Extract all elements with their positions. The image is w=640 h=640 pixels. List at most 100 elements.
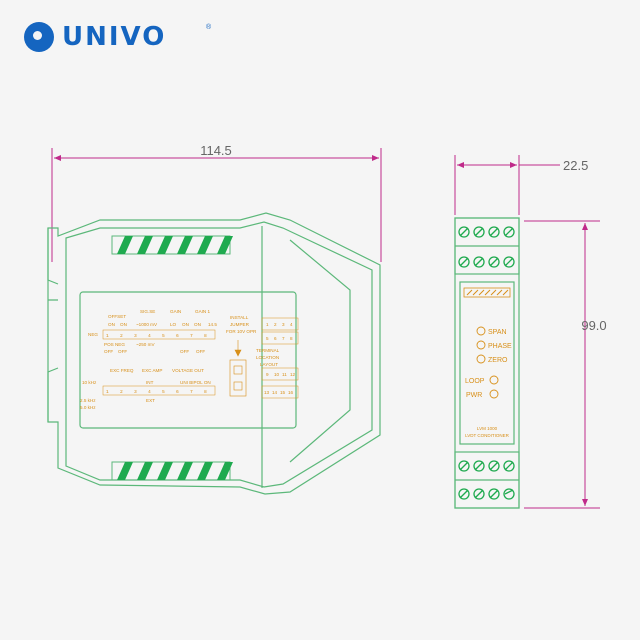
jumper-block (229, 340, 247, 397)
svg-text:ON: ON (194, 322, 201, 327)
svg-text:14.5: 14.5 (208, 322, 217, 327)
svg-text:11: 11 (282, 372, 287, 377)
svg-text:~1000 mV: ~1000 mV (136, 322, 158, 327)
svg-text:2: 2 (274, 322, 277, 327)
side-view-inner-outline (65, 221, 373, 488)
svg-text:3: 3 (134, 333, 137, 339)
svg-text:5: 5 (162, 333, 165, 339)
dimension-width-front: 22.5 (563, 158, 588, 173)
svg-text:4: 4 (290, 322, 293, 327)
svg-text:13: 13 (264, 390, 270, 395)
svg-text:9: 9 (266, 372, 269, 377)
svg-text:FOR 10V OPR: FOR 10V OPR (226, 329, 257, 334)
side-view (47, 212, 381, 495)
svg-text:UNI BIPOL ON: UNI BIPOL ON (180, 380, 211, 385)
svg-text:SPAN: SPAN (488, 329, 507, 336)
svg-text:2: 2 (120, 333, 123, 339)
zero-pot-icon (476, 354, 486, 364)
svg-text:INT: INT (146, 380, 154, 385)
svg-text:VOLTAGE OUT: VOLTAGE OUT (172, 368, 204, 373)
svg-text:PWR: PWR (466, 392, 482, 399)
side-view-outline (47, 212, 381, 495)
svg-text:ON: ON (182, 322, 189, 327)
din-clip-top (47, 228, 59, 301)
span-pot-icon (476, 326, 486, 336)
svg-text:7: 7 (190, 389, 193, 395)
svg-text:10 kHz: 10 kHz (82, 380, 97, 385)
terminal-screws (458, 226, 515, 500)
svg-text:2.5 kHz: 2.5 kHz (80, 398, 96, 403)
front-view (454, 217, 520, 509)
svg-text:6: 6 (274, 336, 277, 341)
side-label-panel (79, 291, 297, 429)
svg-text:SIG.SE: SIG.SE (140, 309, 155, 314)
top-stripe-marks (117, 236, 233, 254)
svg-text:OFFSET: OFFSET (108, 314, 126, 319)
svg-text:8: 8 (204, 333, 207, 339)
svg-text:LOCATION: LOCATION (256, 355, 279, 360)
svg-text:TERMINAL: TERMINAL (256, 348, 280, 353)
svg-text:OFF: OFF (180, 349, 189, 354)
brand-logo: UNIVO ® (24, 22, 211, 52)
pwr-led-icon (489, 389, 499, 399)
loop-led-icon (489, 375, 499, 385)
svg-text:GAIN: GAIN (170, 309, 181, 314)
univo-logo-icon (24, 22, 54, 52)
front-model-text: LVM 1000 LVDT CONDITIONER (465, 426, 510, 438)
svg-text:1: 1 (266, 322, 269, 327)
svg-text:EXC AMP: EXC AMP (142, 368, 162, 373)
svg-text:NEG: NEG (88, 332, 98, 337)
svg-text:PHASE: PHASE (488, 343, 512, 350)
svg-text:OFF: OFF (196, 349, 205, 354)
svg-text:LO: LO (170, 322, 177, 327)
dimension-height-front: 99.0 (581, 318, 606, 333)
side-label-text: OFFSET SIG.SE GAIN GAIN 1 ON ON ~1000 mV… (80, 309, 280, 410)
svg-text:7: 7 (190, 333, 193, 339)
svg-text:2: 2 (120, 389, 123, 395)
phase-pot-icon (476, 340, 486, 350)
terminal-location-grid: 1 2 3 4 5 6 7 8 9 10 11 12 13 14 15 16 (261, 317, 299, 399)
brand-name: UNIVO (62, 22, 167, 52)
svg-text:5: 5 (266, 336, 269, 341)
registered-mark: ® (206, 24, 212, 31)
svg-text:LVM 1000: LVM 1000 (477, 426, 498, 431)
svg-text:4: 4 (148, 389, 151, 395)
side-right-bevel (289, 239, 351, 463)
svg-text:5.0 kHz: 5.0 kHz (80, 405, 96, 410)
svg-text:3: 3 (282, 322, 285, 327)
svg-text:16: 16 (288, 390, 294, 395)
svg-text:POS NEG: POS NEG (104, 342, 125, 347)
svg-text:1: 1 (106, 389, 109, 395)
front-indicator-labels: SPAN PHASE ZERO LOOP PWR (465, 329, 512, 399)
svg-text:EXT: EXT (146, 398, 155, 403)
svg-text:OFF: OFF (118, 349, 127, 354)
din-clip-bottom (47, 367, 59, 422)
svg-text:10: 10 (274, 372, 280, 377)
svg-text:6: 6 (176, 389, 179, 395)
side-bottom-stripes (111, 461, 233, 481)
svg-text:12: 12 (290, 372, 296, 377)
svg-text:15: 15 (280, 390, 286, 395)
bottom-stripe-marks (117, 462, 233, 480)
front-logo-mark (463, 287, 511, 298)
svg-text:4: 4 (148, 333, 151, 339)
svg-text:ZERO: ZERO (488, 357, 508, 364)
svg-text:1: 1 (106, 333, 109, 339)
svg-text:GAIN 1: GAIN 1 (195, 309, 211, 314)
svg-text:OFF: OFF (104, 349, 113, 354)
front-label-panel (459, 281, 515, 445)
svg-text:7: 7 (282, 336, 285, 341)
svg-text:LVDT CONDITIONER: LVDT CONDITIONER (465, 433, 510, 438)
svg-text:INSTALL: INSTALL (230, 315, 249, 320)
dimension-width-side: 114.5 (200, 143, 232, 158)
svg-text:6: 6 (176, 333, 179, 339)
svg-text:5: 5 (162, 389, 165, 395)
svg-text:ON: ON (120, 322, 127, 327)
svg-text:LOOP: LOOP (465, 378, 485, 385)
svg-text:ON: ON (108, 322, 115, 327)
svg-text:JUMPER: JUMPER (230, 322, 250, 327)
svg-text:~250 mV: ~250 mV (136, 342, 155, 347)
svg-text:EXC FREQ: EXC FREQ (110, 368, 134, 373)
svg-text:3: 3 (134, 389, 137, 395)
